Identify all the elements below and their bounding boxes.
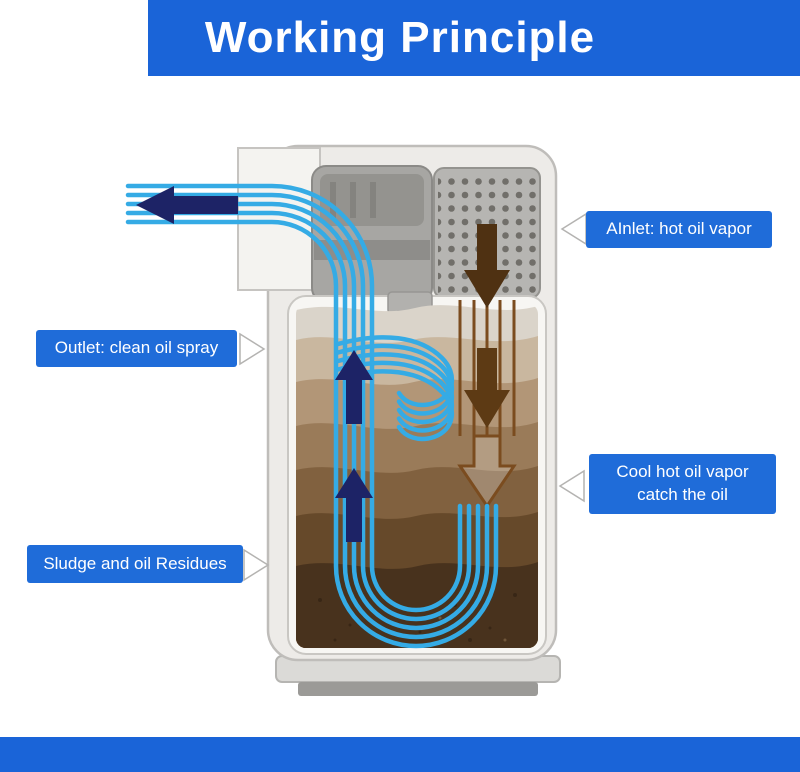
callout-outlet: Outlet: clean oil spray bbox=[36, 330, 237, 367]
rising-vapor-up-arrow-icon bbox=[335, 468, 373, 542]
outlet-duct-box bbox=[237, 147, 321, 291]
rising-vapor-up-arrow-icon bbox=[335, 350, 373, 424]
callout-sludge-label: Sludge and oil Residues bbox=[43, 553, 227, 573]
bottom-accent-bar bbox=[0, 737, 800, 772]
device-base-foot bbox=[298, 682, 538, 696]
callout-sludge: Sludge and oil Residues bbox=[27, 545, 243, 583]
cool-pointer-icon bbox=[558, 469, 585, 503]
callout-cool: Cool hot oil vapor catch the oil bbox=[589, 454, 776, 514]
motor-slot bbox=[330, 182, 336, 218]
motor-slot bbox=[350, 182, 356, 218]
title-banner bbox=[148, 0, 800, 76]
page-title: Working Principle bbox=[204, 13, 596, 62]
motor-slot bbox=[370, 182, 376, 218]
callout-inlet-label: AInlet: hot oil vapor bbox=[606, 219, 752, 239]
condensing-vapor-down-arrow-icon bbox=[457, 434, 517, 509]
sludge-pointer-icon bbox=[243, 548, 270, 582]
outlet-left-arrow-icon bbox=[136, 186, 238, 224]
callout-cool-line1: Cool hot oil vapor bbox=[616, 462, 749, 482]
callout-inlet: AInlet: hot oil vapor bbox=[586, 211, 772, 248]
callout-cool-line2: catch the oil bbox=[637, 485, 728, 504]
clean-vapor-flow-lines bbox=[125, 183, 499, 649]
outlet-pointer-icon bbox=[239, 332, 266, 366]
wave-flow-lines bbox=[335, 335, 455, 442]
hot-vapor-down-arrow-icon bbox=[464, 224, 510, 308]
callout-outlet-label: Outlet: clean oil spray bbox=[54, 338, 219, 358]
hot-vapor-down-arrow-icon bbox=[464, 348, 510, 428]
inlet-pointer-icon bbox=[560, 212, 587, 246]
